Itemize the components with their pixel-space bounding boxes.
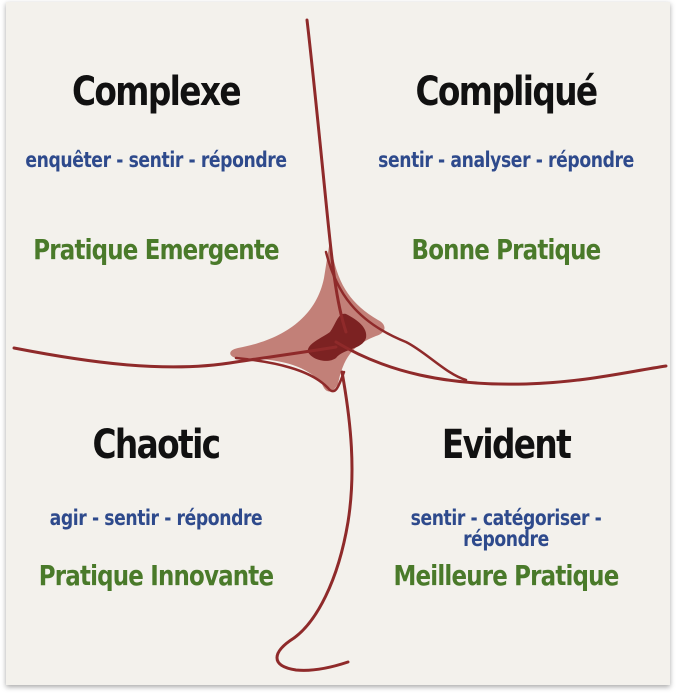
quadrant-complex: Complexe enquêter - sentir - répondre Pr… xyxy=(6,2,321,302)
quadrant-title: Complexe xyxy=(71,69,242,115)
quadrant-action: sentir - catégoriser - répondre xyxy=(410,506,602,551)
quadrant-chaotic: Chaotic agir - sentir - répondre Pratiqu… xyxy=(6,402,321,682)
line-center-bottom xyxy=(234,356,346,393)
line-right xyxy=(334,340,668,386)
quadrant-action: agir - sentir - répondre xyxy=(49,506,263,530)
quadrant-action: enquêter - sentir - répondre xyxy=(25,148,287,172)
quadrant-title: Chaotic xyxy=(92,422,222,468)
quadrant-practice: Meilleure Pratique xyxy=(393,559,620,592)
quadrant-practice: Bonne Pratique xyxy=(411,233,602,266)
cynefin-framework-lines xyxy=(12,18,668,672)
line-lower-loop xyxy=(275,370,354,672)
diagram-card: Complexe enquêter - sentir - répondre Pr… xyxy=(6,2,670,685)
line-left xyxy=(12,345,338,369)
quadrant-title: Compliqué xyxy=(415,69,598,115)
line-upper xyxy=(305,18,348,334)
quadrant-title: Evident xyxy=(441,422,572,468)
quadrant-action: sentir - analyser - répondre xyxy=(378,148,634,172)
quadrant-practice: Pratique Innovante xyxy=(38,559,274,592)
quadrant-complicated: Compliqué sentir - analyser - répondre B… xyxy=(341,2,670,302)
quadrant-practice: Pratique Emergente xyxy=(33,233,279,266)
center-blob xyxy=(230,240,385,392)
line-center-right xyxy=(324,250,468,382)
quadrant-obvious: Evident sentir - catégoriser - répondre … xyxy=(341,402,670,682)
